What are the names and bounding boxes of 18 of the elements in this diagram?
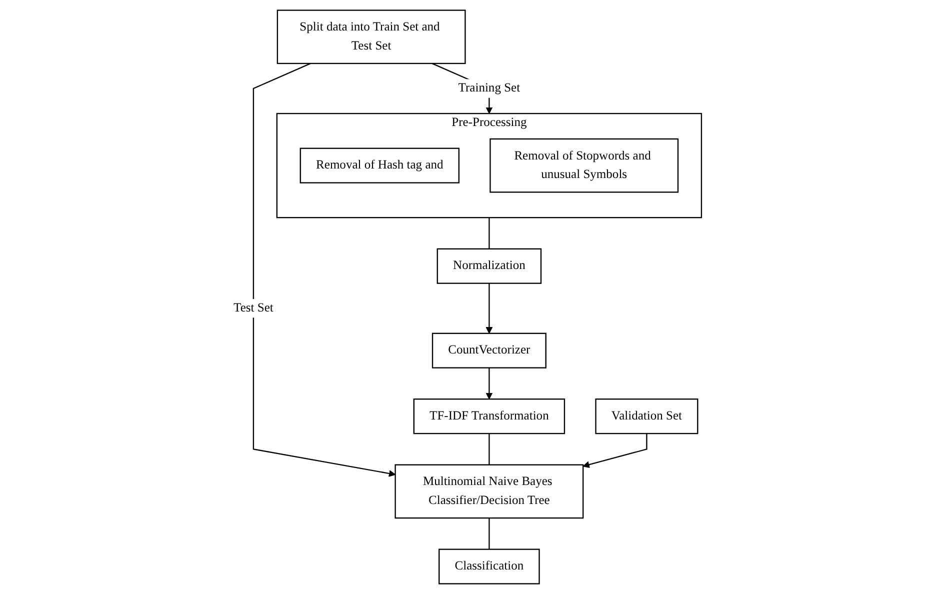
arrow [582,434,648,468]
node-box: Classification [438,548,540,584]
connector [488,218,490,249]
node-box: TF-IDF Transformation [413,398,566,434]
connector [488,434,490,465]
node-box: Validation Set [595,398,698,434]
node-box: Split data into Train Set and Test Set [276,10,466,64]
node-box: Removal of Stopwords and unusual Symbols [490,138,679,193]
arrow [252,62,396,477]
edge-label: Test Set [234,301,274,315]
edge-label: Training Set [458,81,520,95]
arrow [486,283,493,334]
arrow [486,368,493,400]
connector [488,518,490,550]
node-box: Removal of Hash tag and [300,148,460,184]
node-box: CountVectorizer [432,332,546,368]
node-box: Multinomial Naive Bayes Classifier/Decision Tree [394,464,584,519]
node-box: Normalization [436,248,542,284]
